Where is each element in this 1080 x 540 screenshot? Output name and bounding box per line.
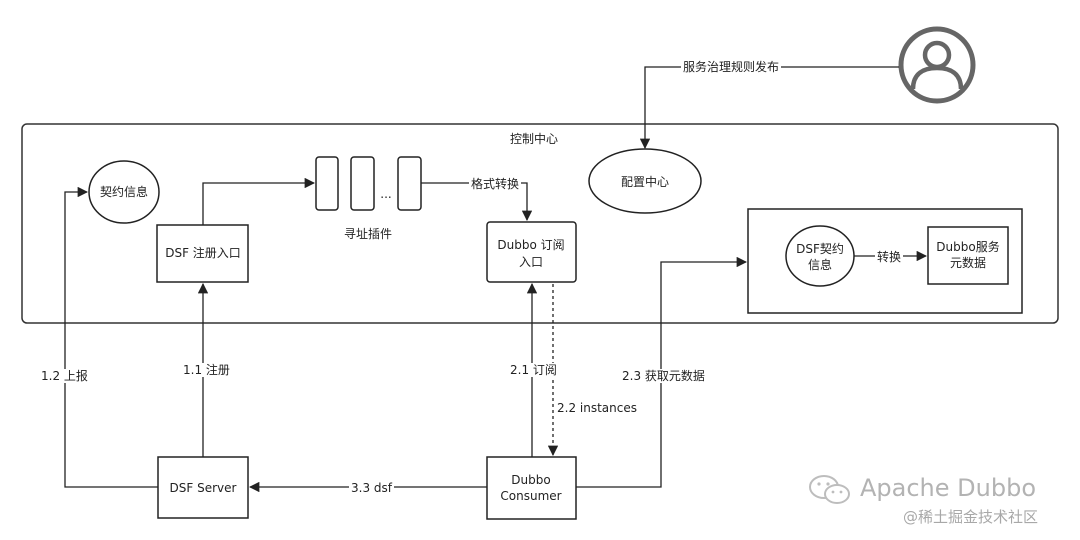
governance-publish-label: 服务治理规则发布 bbox=[681, 60, 782, 74]
dsf-server-label: DSF Server bbox=[169, 481, 237, 495]
dsf-contract-info-label-1: DSF契约 bbox=[796, 242, 844, 256]
dubbo-subscribe-entry-label-1: Dubbo 订阅 bbox=[497, 238, 565, 252]
dubbo-service-metadata-label-1: Dubbo服务 bbox=[936, 240, 1000, 254]
instances-label: 2.2 instances bbox=[555, 401, 639, 415]
convert-label: 转换 bbox=[875, 250, 904, 264]
plugin-ellipsis: ... bbox=[380, 187, 391, 201]
watermark-source: @稀土掘金技术社区 bbox=[903, 508, 1039, 526]
format-convert-label: 格式转换 bbox=[469, 177, 522, 191]
register-to-plugin-arrow bbox=[202, 177, 316, 225]
register-label: 1.1 注册 bbox=[181, 363, 232, 377]
plugin-box-2 bbox=[350, 156, 375, 211]
dubbo-consumer-node bbox=[486, 456, 577, 520]
dubbo-consumer-label-2: Consumer bbox=[500, 489, 562, 503]
plugin-to-subscribe-arrow bbox=[421, 182, 533, 222]
config-center-label: 配置中心 bbox=[620, 175, 670, 189]
dsf-arrow-label: 3.3 dsf bbox=[349, 481, 394, 495]
dsf-contract-info-label-2: 信息 bbox=[807, 258, 833, 272]
dsf-contract-info-node bbox=[785, 225, 855, 287]
addressing-plugin-label: 寻址插件 bbox=[343, 227, 393, 241]
control-center-frame bbox=[21, 123, 1059, 324]
report-arrow bbox=[64, 186, 158, 488]
plugin-box-3 bbox=[397, 156, 422, 211]
control-center-title: 控制中心 bbox=[509, 132, 559, 146]
report-label: 1.2 上报 bbox=[39, 369, 90, 383]
dubbo-service-metadata-label-2: 元数据 bbox=[949, 256, 987, 270]
user-icon bbox=[898, 26, 976, 104]
contract-info-label: 契约信息 bbox=[99, 185, 149, 199]
plugin-box-1 bbox=[315, 156, 339, 211]
governance-arrow bbox=[639, 66, 899, 150]
dubbo-service-metadata-node bbox=[927, 226, 1009, 285]
subscribe-label: 2.1 订阅 bbox=[508, 363, 559, 377]
dubbo-subscribe-entry-node bbox=[486, 221, 577, 283]
contract-info-node bbox=[88, 160, 160, 224]
dsf-register-entry-label: DSF 注册入口 bbox=[165, 246, 241, 260]
dubbo-consumer-label-1: Dubbo bbox=[511, 473, 551, 487]
dubbo-subscribe-entry-label-2: 入口 bbox=[518, 255, 544, 269]
get-metadata-label: 2.3 获取元数据 bbox=[620, 369, 707, 383]
watermark-brand: Apache Dubbo bbox=[860, 474, 1037, 502]
wechat-icon bbox=[809, 475, 850, 504]
